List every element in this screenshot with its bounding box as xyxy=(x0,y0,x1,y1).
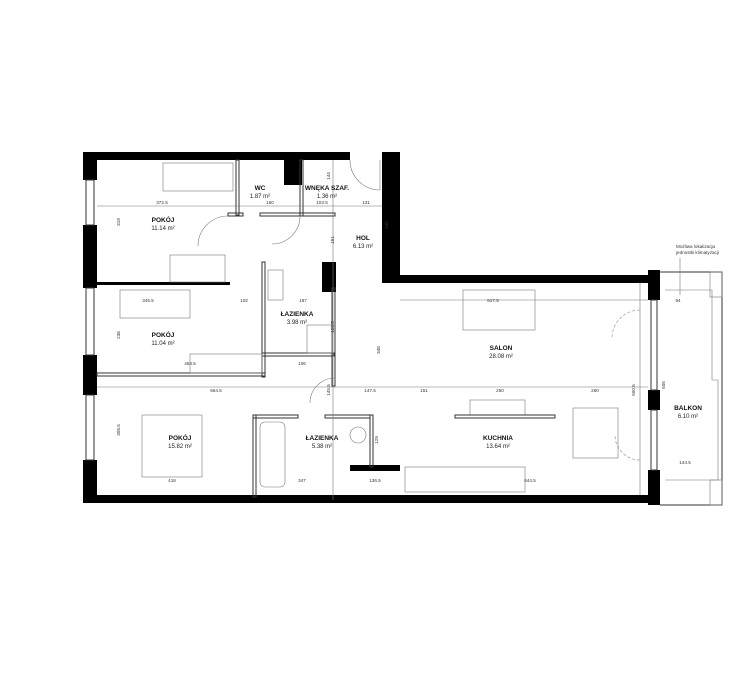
dimension-label: 260 xyxy=(591,388,599,393)
room-name: KUCHNIA xyxy=(483,435,513,442)
dimension-label: 308.5 xyxy=(116,424,121,436)
dimension-label: 151 xyxy=(420,388,428,393)
room-label: ŁAZIENKA 3.98 m² xyxy=(281,311,314,326)
dimension-label: 129 xyxy=(374,436,379,444)
dimension-label: 144 xyxy=(326,172,331,180)
room-name: ŁAZIENKA xyxy=(306,435,339,442)
bed xyxy=(162,162,234,192)
bathtub-small xyxy=(267,269,284,301)
room-area: 15.82 m² xyxy=(168,444,192,450)
dimension-label: 94 xyxy=(675,298,681,303)
washing-machine xyxy=(349,426,367,444)
wardrobe xyxy=(189,353,263,374)
room-name: POKÓJ xyxy=(152,215,175,224)
room-area: 1.87 m² xyxy=(250,194,270,200)
bed xyxy=(119,289,191,319)
room-name: HOL xyxy=(356,235,370,242)
room-label: POKÓJ 11.04 m² xyxy=(151,330,174,347)
dimension-label: 187 xyxy=(299,298,307,303)
ac-note-line2: jednostki klimatyzacji xyxy=(675,250,719,255)
room-name: POKÓJ xyxy=(152,330,175,339)
dimension-label: 250 xyxy=(496,388,504,393)
furniture xyxy=(119,162,619,493)
room-name: WNĘKA SZAF. xyxy=(305,185,349,192)
dimension-label: 103.5 xyxy=(316,200,328,205)
dimension-label: 144.5 xyxy=(679,460,691,465)
room-name: POKÓJ xyxy=(169,433,192,442)
dimension-label: 102 xyxy=(240,298,248,303)
dimension-label: 372.5 xyxy=(156,200,168,205)
room-name: ŁAZIENKA xyxy=(281,311,314,318)
dimension-label: 340 xyxy=(384,221,389,229)
wardrobe xyxy=(169,254,226,283)
balcony xyxy=(660,258,723,506)
partitions xyxy=(96,159,648,500)
dimension-label: 145.5 xyxy=(326,384,331,396)
room-area: 6.13 m² xyxy=(353,244,373,250)
room-area: 6.10 m² xyxy=(678,414,698,420)
dimension-label: 147.5 xyxy=(364,388,376,393)
room-label: ŁAZIENKA 5.38 m² xyxy=(306,435,339,450)
room-label: POKÓJ 15.82 m² xyxy=(168,433,192,450)
dimension-label: 500.5 xyxy=(631,384,636,396)
room-label: SALON 28.08 m² xyxy=(489,345,513,360)
room-area: 11.04 m² xyxy=(151,341,174,347)
room-name: WC xyxy=(255,185,266,192)
dimension-label: 151 xyxy=(330,236,335,244)
bathtub xyxy=(259,421,286,488)
dimension-label: 418 xyxy=(168,478,176,483)
room-labels: POKÓJ 11.14 m² WC 1.87 m² WNĘKA SZAF. 1.36 m²… xyxy=(151,185,702,450)
dimension-label: 160 xyxy=(266,200,274,205)
tv-unit xyxy=(469,399,526,416)
room-label: POKÓJ 11.14 m² xyxy=(151,215,174,232)
dimension-labels: 372.5 160 103.5 131 319 144 340 151 345.5 102 187 2… xyxy=(116,172,691,483)
dining-table xyxy=(572,407,619,459)
dimension-label: 505 xyxy=(661,381,666,389)
room-name: BALKON xyxy=(674,405,702,412)
dimension-label: 319 xyxy=(116,218,121,226)
walls xyxy=(83,152,660,505)
dimension-label: 128.5 xyxy=(330,321,335,333)
room-area: 3.98 m² xyxy=(287,320,307,326)
dimension-label: 236 xyxy=(116,331,121,339)
room-label: HOL 6.13 m² xyxy=(353,235,373,250)
dimension-label: 345.5 xyxy=(142,298,154,303)
room-label: WNĘKA SZAF. 1.36 m² xyxy=(305,185,349,200)
dimension-label: 644.5 xyxy=(524,478,536,483)
dimension-label: 131 xyxy=(362,200,370,205)
doors xyxy=(197,159,641,461)
room-label: KUCHNIA 13.64 m² xyxy=(483,435,513,450)
bed xyxy=(141,414,203,478)
room-label: WC 1.87 m² xyxy=(250,185,270,200)
dimension-label: 453.5 xyxy=(184,361,196,366)
room-area: 1.36 m² xyxy=(317,194,337,200)
room-label: BALKON 6.10 m² xyxy=(674,405,702,420)
ac-note-line1: Możliwa lokalizacja xyxy=(676,244,716,249)
sofa xyxy=(462,289,536,331)
shower xyxy=(306,324,333,354)
room-area: 28.08 m² xyxy=(489,354,513,360)
dimension-label: 347 xyxy=(298,478,306,483)
dimension-label: 106 xyxy=(298,361,306,366)
counter xyxy=(454,414,556,419)
room-area: 5.38 m² xyxy=(312,444,332,450)
dimension-label: 136.5 xyxy=(369,478,381,483)
dimension-label: 617.5 xyxy=(487,298,499,303)
windows xyxy=(85,179,658,471)
dimension-label: 664.5 xyxy=(210,388,222,393)
room-area: 11.14 m² xyxy=(151,226,174,232)
room-area: 13.64 m² xyxy=(486,444,510,450)
kitchen-counter xyxy=(404,466,526,493)
dimension-label: 348 xyxy=(376,346,381,354)
room-name: SALON xyxy=(490,345,513,352)
